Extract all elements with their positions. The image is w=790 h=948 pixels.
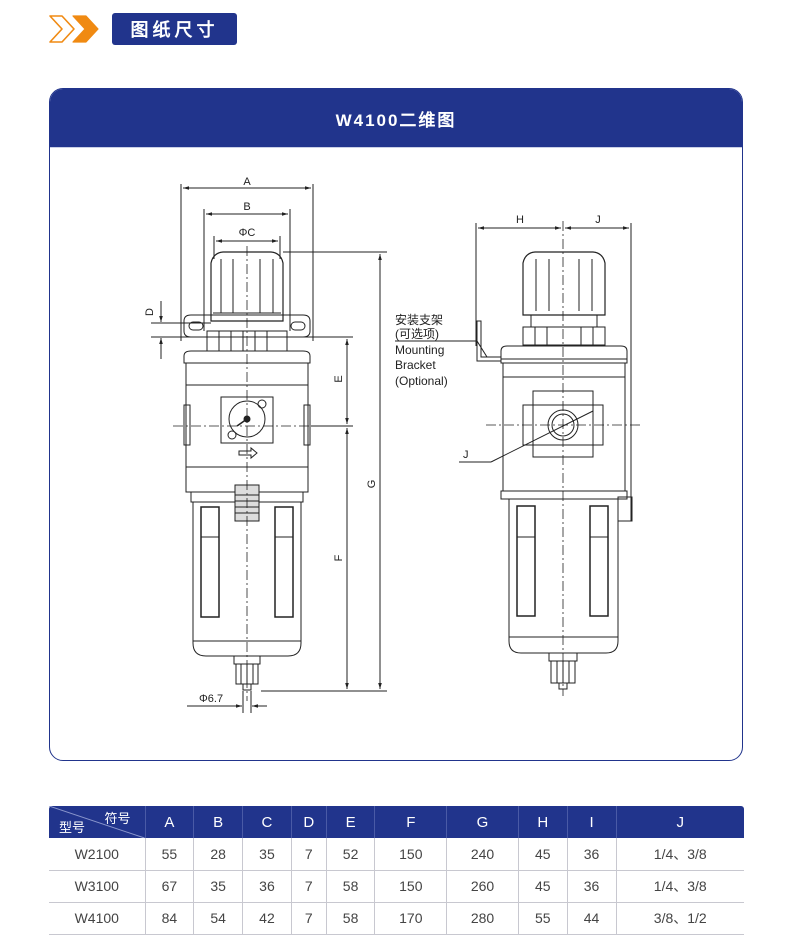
cell-b: 54 xyxy=(193,902,243,935)
dim-label-drain: Φ6.7 xyxy=(199,693,223,705)
bracket-callout-line-3: Mounting xyxy=(395,343,444,357)
cell-d: 7 xyxy=(290,870,327,903)
cell-c: 36 xyxy=(242,870,292,903)
cell-e: 52 xyxy=(325,838,375,871)
table-row: W3100 67 35 36 7 58 150 260 45 36 1/4、3/… xyxy=(49,870,744,903)
corner-model-label: 型号 xyxy=(59,820,86,835)
cell-d: 7 xyxy=(290,902,327,935)
column-header-f: F xyxy=(374,806,447,838)
cell-h: 45 xyxy=(517,838,568,871)
cell-i: 44 xyxy=(566,902,616,935)
cell-b: 35 xyxy=(193,870,243,903)
corner-symbol-label: 符号 xyxy=(104,811,131,826)
cell-f: 150 xyxy=(374,870,447,903)
table-row: W4100 84 54 42 7 58 170 280 55 44 3/8、1/… xyxy=(49,902,744,935)
column-header-a: A xyxy=(144,806,194,838)
cell-g: 240 xyxy=(446,838,519,871)
dim-label-e: E xyxy=(333,375,345,382)
column-header-e: E xyxy=(325,806,375,838)
cell-model: W3100 xyxy=(49,870,145,903)
cell-f: 170 xyxy=(374,902,447,935)
cell-h: 55 xyxy=(517,902,568,935)
cell-a: 84 xyxy=(144,902,194,935)
dim-label-j-top: J xyxy=(595,214,601,226)
dim-label-d: D xyxy=(144,308,156,316)
front-view: A B ΦC xyxy=(144,176,387,713)
dim-label-j-port: J xyxy=(463,449,469,461)
section-header: 图纸尺寸 xyxy=(46,12,237,46)
cell-c: 42 xyxy=(242,902,292,935)
cell-i: 36 xyxy=(566,870,616,903)
column-header-c: C xyxy=(242,806,292,838)
cell-j: 1/4、3/8 xyxy=(615,838,744,871)
bracket-callout-line-1: 安装支架 xyxy=(395,312,443,327)
bracket-callout-line-2: (可选项) xyxy=(395,327,439,341)
bracket-callout-line-5: (Optional) xyxy=(395,374,448,388)
cell-a: 67 xyxy=(144,870,194,903)
column-header-g: G xyxy=(446,806,519,838)
cell-a: 55 xyxy=(144,838,194,871)
cell-j: 1/4、3/8 xyxy=(615,870,744,903)
corner-header: 符号 型号 xyxy=(49,806,145,838)
technical-drawing: A B ΦC xyxy=(144,176,641,713)
cell-g: 280 xyxy=(446,902,519,935)
cell-model: W4100 xyxy=(49,902,145,935)
side-view: H J xyxy=(395,214,641,696)
drawing-title: W4100二维图 xyxy=(50,89,742,148)
cell-e: 58 xyxy=(325,902,375,935)
column-header-d: D xyxy=(290,806,327,838)
column-header-j: J xyxy=(615,806,744,838)
cell-e: 58 xyxy=(325,870,375,903)
cell-model: W2100 xyxy=(49,838,145,871)
cell-c: 35 xyxy=(242,838,292,871)
cell-j: 3/8、1/2 xyxy=(615,902,744,935)
bracket-callout-line-4: Bracket xyxy=(395,358,436,372)
cell-f: 150 xyxy=(374,838,447,871)
dim-label-a: A xyxy=(243,176,251,188)
cell-b: 28 xyxy=(193,838,243,871)
column-header-b: B xyxy=(193,806,243,838)
dim-label-f: F xyxy=(333,554,345,561)
spec-table: 符号 型号 A B C D E F G H I J W2100 55 28 35… xyxy=(49,806,744,935)
cell-g: 260 xyxy=(446,870,519,903)
table-header-row: 符号 型号 A B C D E F G H I J xyxy=(49,806,744,838)
column-header-h: H xyxy=(517,806,568,838)
dim-label-h: H xyxy=(516,214,524,226)
drawing-card: W4100二维图 A B ΦC xyxy=(49,88,743,761)
dim-label-b: B xyxy=(243,201,250,213)
dim-label-g: G xyxy=(366,480,378,489)
section-title: 图纸尺寸 xyxy=(112,13,237,45)
column-header-i: I xyxy=(566,806,616,838)
table-row: W2100 55 28 35 7 52 150 240 45 36 1/4、3/… xyxy=(49,838,744,871)
cell-d: 7 xyxy=(290,838,327,871)
dim-label-c: ΦC xyxy=(239,227,256,239)
cell-h: 45 xyxy=(517,870,568,903)
double-chevron-icon xyxy=(49,15,99,43)
cell-i: 36 xyxy=(566,838,616,871)
